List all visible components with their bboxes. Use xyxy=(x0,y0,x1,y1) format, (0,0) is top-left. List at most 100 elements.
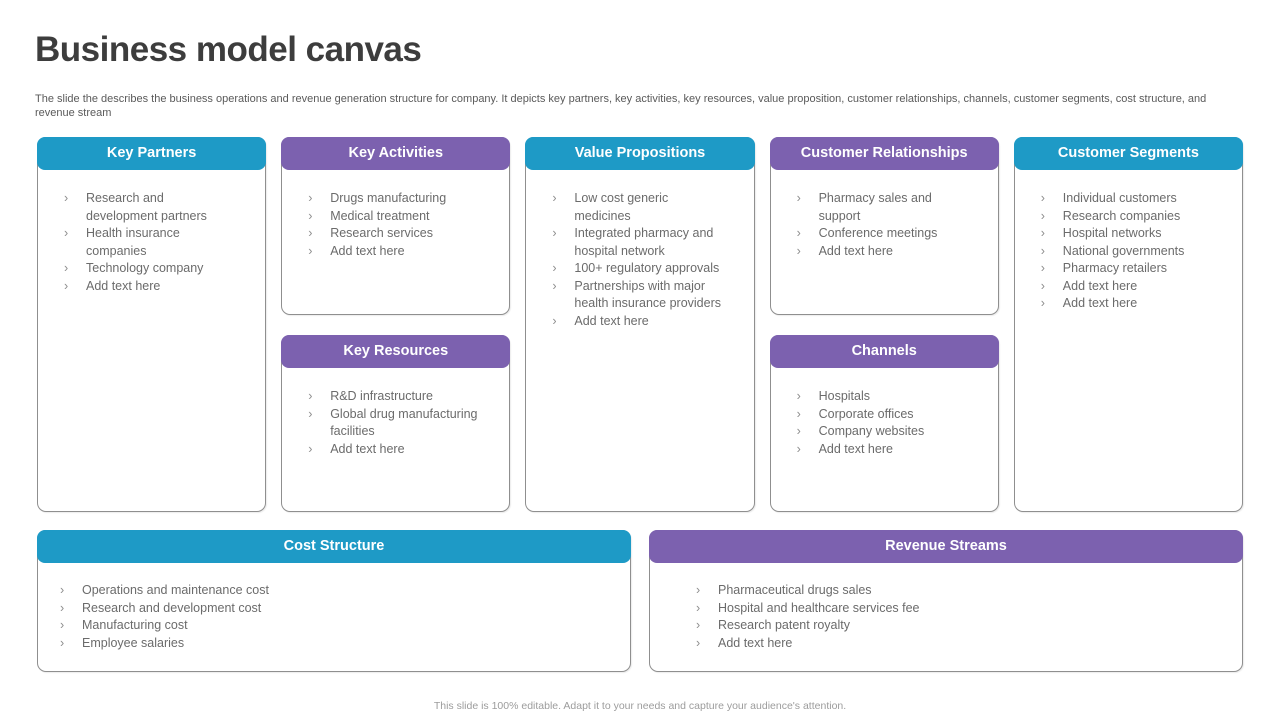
channels-list: ›Hospitals›Corporate offices›Company web… xyxy=(771,368,998,468)
list-item-text: Pharmacy retailers xyxy=(1062,261,1167,275)
list-item-text: Operations and maintenance cost xyxy=(82,583,269,597)
chevron-bullet-icon: › xyxy=(308,243,313,258)
list-item: › Corporate offices xyxy=(797,406,970,424)
chevron-bullet-icon: › xyxy=(1040,243,1045,258)
list-item: ›Add text here xyxy=(308,441,481,459)
column-customer-segments: Customer Segments ›Individual customers›… xyxy=(1013,137,1243,512)
list-item-text: Corporate offices xyxy=(818,406,914,421)
chevron-bullet-icon: › xyxy=(308,389,313,403)
list-item: ›Medical treatment xyxy=(308,208,481,226)
section-value-propositions: Value Propositions ›Low cost generic med… xyxy=(525,137,755,512)
section-header-key-activities: Key Activities xyxy=(281,137,511,170)
list-item: ›Global drug manufacturing facilities xyxy=(308,406,481,441)
editable-note: This slide is 100% editable. Adapt it to… xyxy=(433,700,847,712)
list-item-text: Add text here xyxy=(330,243,405,258)
list-item-text: R&D infrastructure xyxy=(330,389,433,403)
list-item: ›Add text here xyxy=(797,243,970,261)
key-resources-list: › R&D infrastructure ›Global drug manufact… xyxy=(282,368,509,468)
list-item: ›Hospital and healthcare services fee xyxy=(696,600,1222,618)
list-item-text: Add text here xyxy=(1062,296,1138,310)
list-item: ›Employee salaries xyxy=(60,635,610,653)
list-item-text: Hospital networks xyxy=(1062,226,1162,240)
list-item-text: Pharmacy sales and support xyxy=(818,191,932,223)
section-key-partners: Key Partners › Research and development p… xyxy=(37,137,267,512)
list-item-text: Manufacturing cost xyxy=(82,618,188,632)
list-item-text: Pharmaceutical drugs sales xyxy=(718,583,872,597)
section-header-key-partners: Key Partners xyxy=(37,137,267,170)
list-item-text: Research and development partners xyxy=(86,191,207,223)
chevron-bullet-icon: › xyxy=(1040,208,1045,223)
chevron-bullet-icon: › xyxy=(796,406,801,421)
list-item-text: Drugs manufacturing xyxy=(330,191,447,205)
list-item-text: Health insurance companies xyxy=(86,226,180,258)
canvas-grid: Key Partners › Research and development p… xyxy=(37,137,1243,512)
chevron-bullet-icon: › xyxy=(64,191,69,205)
list-item: › Health insurance companies xyxy=(64,225,237,260)
chevron-bullet-icon: › xyxy=(796,191,801,205)
list-item: ›Research and development cost xyxy=(60,600,610,618)
list-item-text: Add text here xyxy=(818,441,893,456)
column-key-partners: Key Partners › Research and development p… xyxy=(37,137,267,512)
list-item-text: Individual customers xyxy=(1062,191,1177,205)
list-item: › Add text here xyxy=(64,278,237,296)
list-item: ›Add text here xyxy=(552,313,725,331)
list-item-text: Research companies xyxy=(1062,208,1181,223)
list-item: ›Technology company xyxy=(64,260,237,278)
list-item: › Pharmacy sales and support xyxy=(797,190,970,225)
chevron-bullet-icon: › xyxy=(1040,226,1045,240)
list-item: › Add text here xyxy=(1041,295,1214,313)
list-item-text: 100+ regulatory approvals xyxy=(574,261,720,275)
section-header-cost-structure: Cost Structure xyxy=(37,530,631,563)
list-item: › Research and development partners xyxy=(64,190,237,225)
chevron-bullet-icon: › xyxy=(60,618,65,632)
value-propositions-list: ›Low cost generic medicines›Integrated p… xyxy=(526,170,753,340)
list-item: ›Research patent royalty xyxy=(696,617,1222,635)
chevron-bullet-icon: › xyxy=(1040,296,1045,310)
chevron-bullet-icon: › xyxy=(1040,191,1045,205)
section-customer-relationships: Customer Relationships ›Pharmacy sales a… xyxy=(769,137,999,315)
chevron-bullet-icon: › xyxy=(308,191,313,205)
list-item-text: Add text here xyxy=(86,278,161,293)
section-cost-structure: Cost Structure › Operations and maintenan… xyxy=(37,530,631,672)
list-item: ›Conference meetings xyxy=(797,225,970,243)
list-item: › Drugs manufacturing xyxy=(308,190,481,208)
chevron-bullet-icon: › xyxy=(308,441,313,456)
chevron-bullet-icon: › xyxy=(60,635,65,650)
list-item: › Pharmacy retailers xyxy=(1041,260,1214,278)
section-channels: Channels ›Hospitals›Corporate offices›Co… xyxy=(769,335,999,512)
chevron-bullet-icon: › xyxy=(64,226,69,240)
chevron-bullet-icon: › xyxy=(552,191,557,205)
column-value-propositions: Value Propositions ›Low cost generic med… xyxy=(525,137,755,512)
chevron-bullet-icon: › xyxy=(1040,261,1045,275)
list-item: › Manufacturing cost xyxy=(60,617,610,635)
slide-description: The slide the describes the business ope… xyxy=(35,93,1207,119)
list-item-text: Add text here xyxy=(1062,278,1138,293)
key-activities-list: ›Drugs manufacturing›Medical treatment›R… xyxy=(282,170,509,270)
list-item: › Individual customers xyxy=(1041,190,1214,208)
section-key-resources: Key Resources ›R&D infrastructure›Global… xyxy=(281,335,511,512)
list-item: › R&D infrastructure xyxy=(308,388,481,406)
chevron-bullet-icon: › xyxy=(552,278,557,293)
list-item-text: Low cost generic medicines xyxy=(574,191,669,223)
list-item: ›Hospitals xyxy=(797,388,970,406)
chevron-bullet-icon: › xyxy=(60,583,65,597)
list-item-text: Research patent royalty xyxy=(718,618,851,632)
list-item-text: Add text here xyxy=(574,313,649,328)
bottom-row: Cost Structure › Operations and maintenan… xyxy=(37,530,1243,672)
list-item: ›Add text here xyxy=(696,635,1222,653)
section-header-channels: Channels xyxy=(769,335,999,368)
chevron-bullet-icon: › xyxy=(696,583,701,597)
chevron-bullet-icon: › xyxy=(64,278,69,293)
list-item-text: Medical treatment xyxy=(330,208,430,223)
column-customer-relationships: Customer Relationships ›Pharmacy sales a… xyxy=(769,137,999,512)
chevron-bullet-icon: › xyxy=(552,226,557,240)
chevron-bullet-icon: › xyxy=(796,226,801,240)
list-item: › Low cost generic medicines xyxy=(552,190,725,225)
customer-segments-list: › Individual customers › Research companies… xyxy=(1015,170,1242,323)
customer-relationships-list: › Pharmacy sales and support ›Conference m… xyxy=(771,170,998,270)
chevron-bullet-icon: › xyxy=(796,389,801,403)
chevron-bullet-icon: › xyxy=(552,261,557,275)
list-item: ›National governments xyxy=(1041,243,1214,261)
list-item: › Hospital networks xyxy=(1041,225,1214,243)
